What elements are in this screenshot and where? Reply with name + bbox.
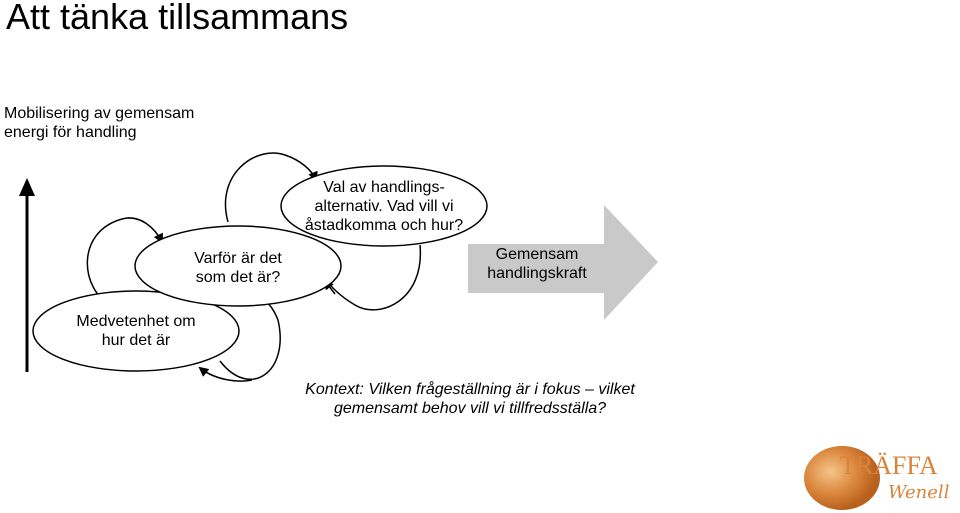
result-node: Gemensam handlingskraft [470, 245, 604, 283]
page-title: Att tänka tillsammans [6, 0, 349, 37]
awareness-node: Medvetenhet om hur det är [46, 312, 226, 350]
awareness-line-2: hur det är [101, 332, 171, 349]
choice-line-3: åstadkomma och hur? [304, 217, 464, 234]
why-ellipse [134, 225, 342, 307]
vertical-axis-arrowhead [19, 178, 35, 196]
logo-sun-icon [804, 446, 880, 510]
why-line-2: som det är? [195, 269, 281, 286]
awareness-line-1: Medvetenhet om [76, 313, 196, 330]
awareness-ellipse [32, 290, 240, 372]
context-line-2: gemensamt behov vill vi tillfredsställa? [333, 400, 607, 417]
logo-script: Wenell [888, 482, 950, 503]
result-arrow-shape [468, 205, 658, 320]
choice-node: Val av handlings- alternativ. Vad vill v… [294, 178, 474, 235]
loop-arrow-left-top [121, 217, 163, 244]
loop-arrow-right [327, 244, 421, 311]
why-node: Varför är det som det är? [150, 249, 326, 287]
result-line-1: Gemensam [495, 246, 579, 263]
logo-word: TRÄFFA [840, 451, 938, 480]
subtitle-line-1: Mobilisering av gemensam [4, 105, 195, 122]
context-text: Kontext: Vilken frågeställning är i foku… [290, 380, 650, 418]
result-line-2: handlingskraft [487, 265, 587, 282]
choice-ellipse [280, 165, 488, 247]
loop-arrow-bottom [198, 366, 253, 382]
loop-arrow-top [224, 152, 318, 223]
choice-line-1: Val av handlings- [323, 179, 445, 196]
traffa-wenell-logo: TRÄFFA Wenell [804, 446, 950, 510]
choice-line-2: alternativ. Vad vill vi [314, 198, 454, 215]
subtitle-line-2: energi för handling [4, 124, 137, 141]
why-line-1: Varför är det [194, 250, 282, 267]
context-line-1: Kontext: Vilken frågeställning är i foku… [305, 381, 635, 398]
axis-subtitle: Mobilisering av gemensam energi för hand… [4, 104, 224, 142]
